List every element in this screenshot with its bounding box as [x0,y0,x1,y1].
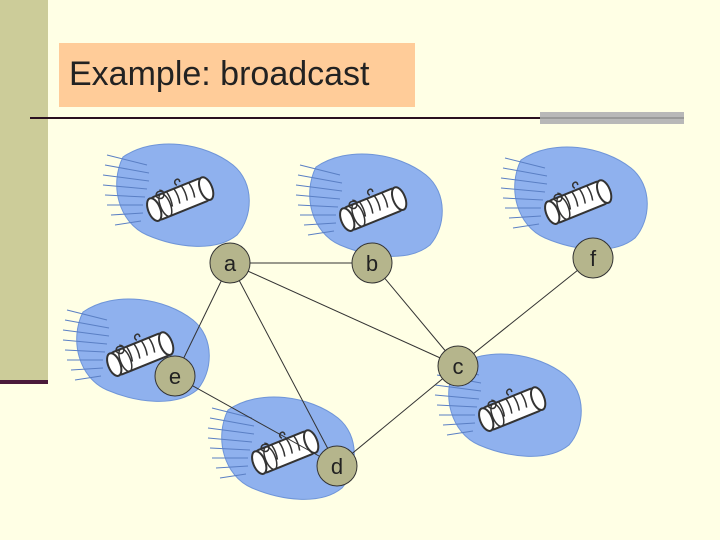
node-circle [351,242,393,284]
node-label: c [453,354,464,379]
node-label: d [331,454,343,479]
node-d: d [316,445,358,487]
node-label: f [590,246,597,271]
edge-a-e [174,262,231,377]
edge-e-d [174,375,338,467]
edge-a-c [229,262,459,367]
node-circle [437,345,479,387]
node-layer: a b c d e f [154,237,614,487]
message-icon-a [102,142,251,248]
edge-c-d [336,365,459,467]
node-label: a [224,251,237,276]
title-divider-accent-line [540,117,684,119]
edge-c-f [457,257,594,367]
edge-a-d [229,262,338,467]
node-circle [316,445,358,487]
node-circle [154,355,196,397]
slide-title: Example: broadcast [69,55,370,93]
node-label: b [366,251,378,276]
title-box: Example: broadcast [59,43,415,107]
node-e: e [154,355,196,397]
message-icon-f [500,145,649,251]
node-a: a [209,242,251,284]
node-b: b [351,242,393,284]
node-f: f [572,237,614,279]
edge-layer [174,257,594,467]
node-circle [572,237,614,279]
node-circle [209,242,251,284]
edge-b-c [371,262,459,367]
left-sidebar-bar [0,0,48,382]
node-label: e [169,364,181,389]
sidebar-accent-line [0,380,48,384]
title-divider [30,117,550,119]
message-icon-b [295,152,444,258]
node-c: c [437,345,479,387]
